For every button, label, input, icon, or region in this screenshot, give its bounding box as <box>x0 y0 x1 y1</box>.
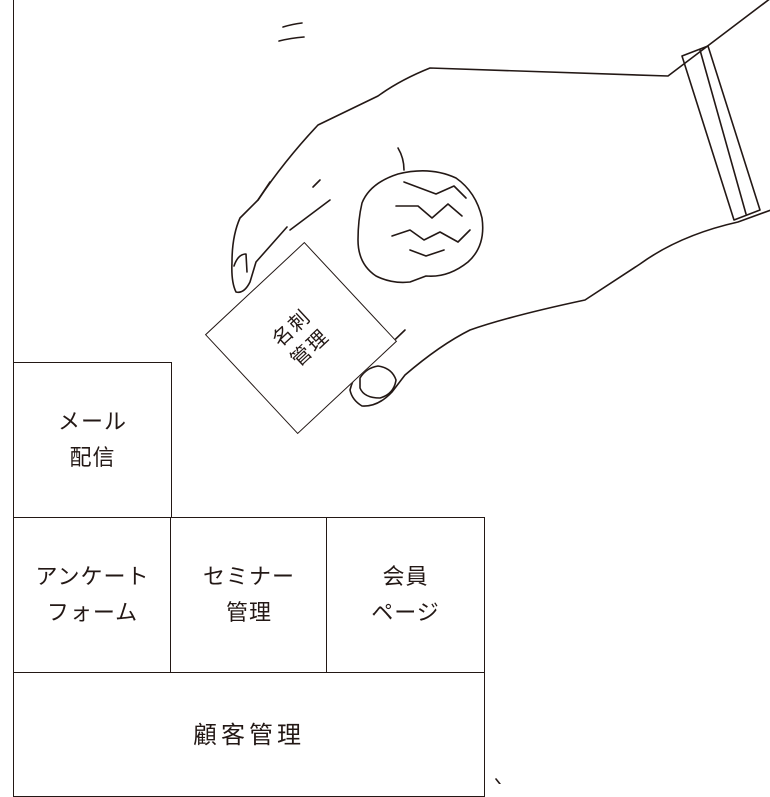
block-seminar-label: セミナー 管理 <box>202 564 295 626</box>
block-crm: 顧客管理 <box>13 672 485 797</box>
block-survey: アンケート フォーム <box>13 517 172 674</box>
block-survey-label: アンケート フォーム <box>35 564 150 626</box>
block-member: 会員 ページ <box>326 517 485 674</box>
block-mail-label: メール 配信 <box>57 409 127 471</box>
block-mail: メール 配信 <box>13 362 172 519</box>
block-crm-label: 顧客管理 <box>193 720 305 749</box>
motion-lines-icon <box>278 22 305 42</box>
block-member-label: 会員 ページ <box>371 564 440 626</box>
business-card-label: 名刺 管理 <box>267 303 335 372</box>
